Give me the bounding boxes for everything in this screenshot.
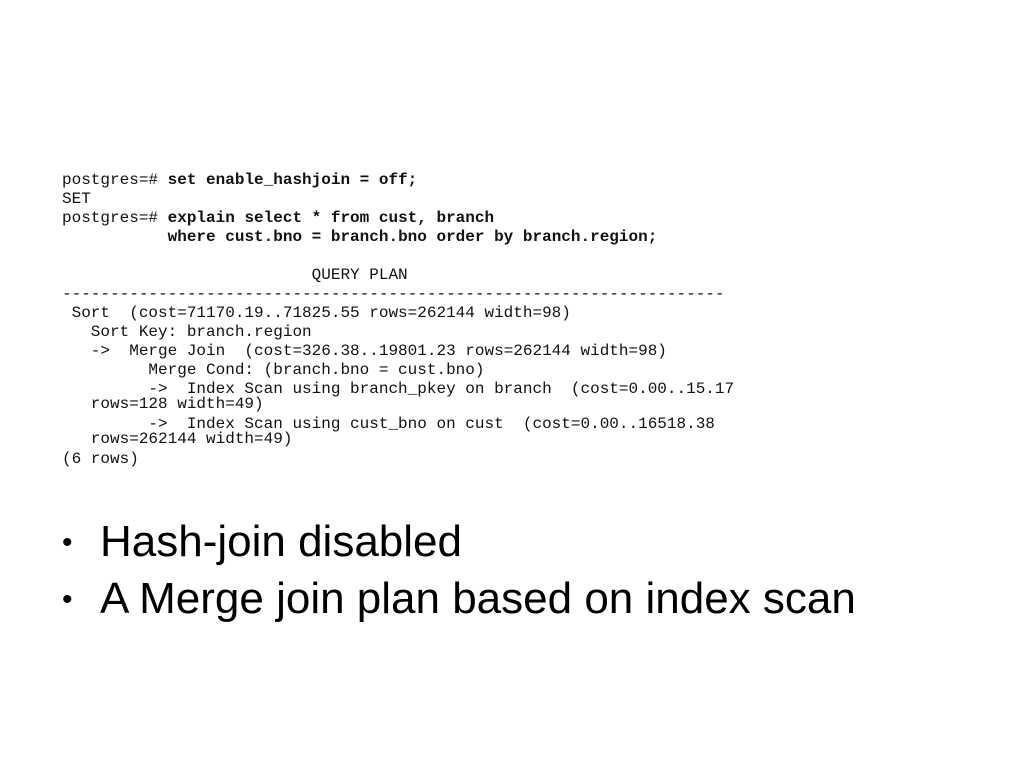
bullet-list: • Hash-join disabled • A Merge join plan… — [62, 516, 856, 630]
prompt: postgres=# — [62, 209, 168, 227]
bullet-text-hash-join: Hash-join disabled — [100, 517, 462, 566]
row-count: (6 rows) — [62, 450, 139, 468]
plan-line-index-scan-cust-cont: rows=262144 width=49) — [62, 430, 293, 448]
plan-line-index-scan-cust: -> Index Scan using cust_bno on cust (co… — [62, 415, 715, 433]
bullet-icon: • — [62, 583, 73, 616]
plan-line-index-scan-branch-cont: rows=128 width=49) — [62, 395, 264, 413]
prompt-line-explain: postgres=# explain select * from cust, b… — [62, 209, 734, 228]
command-set-hashjoin: set enable_hashjoin = off; — [167, 171, 418, 189]
prompt: postgres=# — [62, 171, 168, 189]
query-plan-header-line: QUERY PLAN — [62, 266, 734, 285]
terminal-output: postgres=# set enable_hashjoin = off; SE… — [62, 171, 734, 469]
prompt-line-set: postgres=# set enable_hashjoin = off; — [62, 171, 734, 190]
plan-line-merge-cond: Merge Cond: (branch.bno = cust.bno) — [62, 361, 485, 379]
bullet-text-merge-join: A Merge join plan based on index scan — [100, 574, 856, 623]
bullet-item: • A Merge join plan based on index scan — [62, 573, 856, 630]
bullet-item: • Hash-join disabled — [62, 516, 856, 573]
plan-line-sort-key: Sort Key: branch.region — [62, 323, 312, 341]
command-where-clause: where cust.bno = branch.bno order by bra… — [167, 228, 658, 246]
plan-line-sort: Sort (cost=71170.19..71825.55 rows=26214… — [62, 304, 571, 322]
separator-line: ----------------------------------------… — [62, 285, 725, 303]
bullet-icon: • — [62, 526, 73, 559]
plan-line-index-scan-branch: -> Index Scan using branch_pkey on branc… — [62, 380, 735, 398]
set-response: SET — [62, 190, 91, 208]
query-plan-header: QUERY PLAN — [311, 266, 408, 284]
prompt-line-where: where cust.bno = branch.bno order by bra… — [62, 228, 734, 247]
blank-line — [62, 247, 734, 266]
command-explain: explain select * from cust, branch — [167, 209, 495, 227]
plan-line-merge-join: -> Merge Join (cost=326.38..19801.23 row… — [62, 342, 667, 360]
